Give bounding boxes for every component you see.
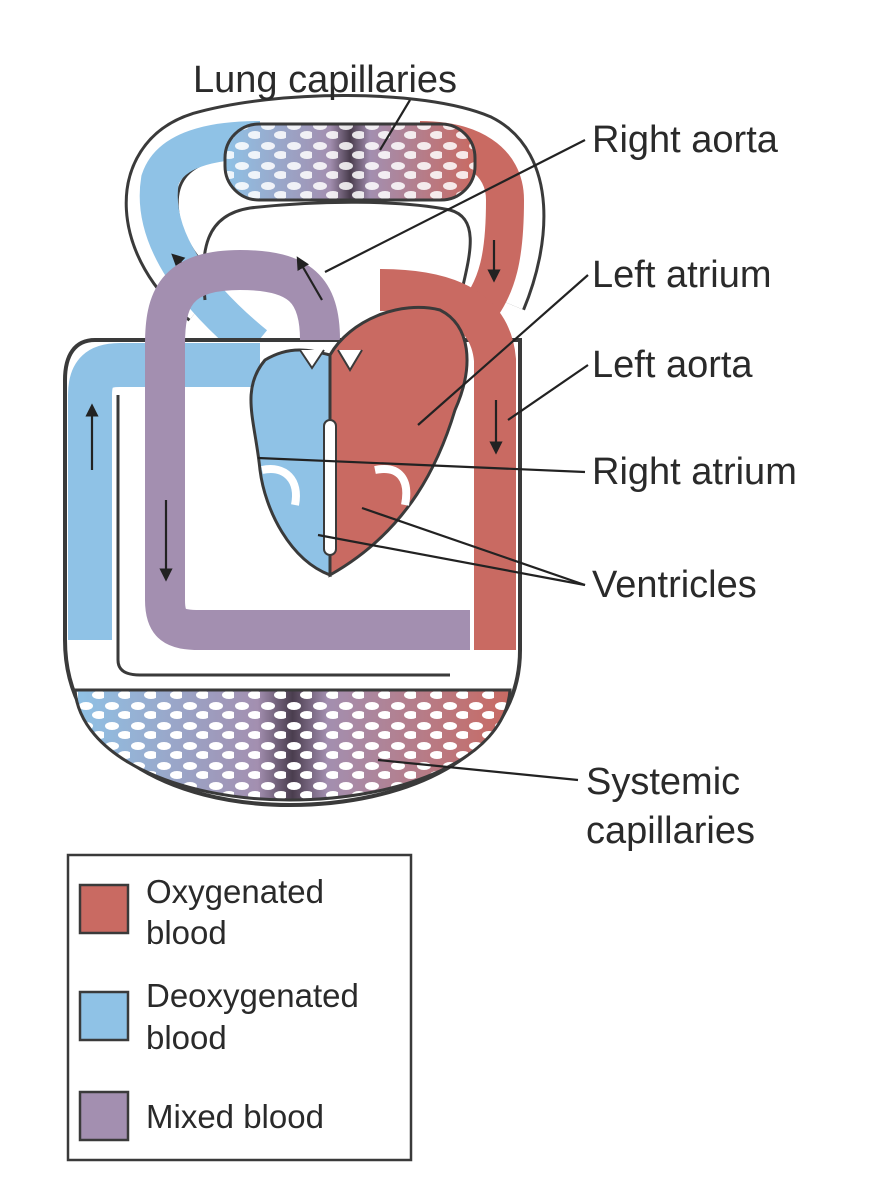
- legend-swatch-oxygenated: [78, 883, 130, 935]
- legend-swatch-deoxygenated: [78, 990, 130, 1042]
- left-aorta-vessel: [379, 269, 516, 650]
- legend-item-oxygenated: Oxygenated blood: [78, 873, 324, 951]
- right-aorta-vessel: [145, 249, 470, 650]
- heart-right-side: [249, 348, 332, 578]
- leader-left-atrium: [417, 274, 589, 426]
- leader-ventricles-b: [317, 533, 586, 587]
- atrioventricular-flap-left: [374, 465, 411, 506]
- label-right-aorta: Right aorta: [592, 119, 779, 161]
- legend-label-deoxygenated-line2: blood: [146, 1019, 227, 1056]
- label-ventricles: Ventricles: [592, 564, 757, 606]
- legend-label-oxygenated-line2: blood: [146, 914, 227, 951]
- label-systemic-line2: capillaries: [586, 810, 755, 852]
- legend-label-oxygenated-line1: Oxygenated: [146, 873, 324, 910]
- legend-swatch-mixed: [78, 1090, 130, 1142]
- leader-lines: [257, 99, 589, 782]
- lung-circuit: [124, 94, 546, 360]
- legend-label-deoxygenated-line1: Deoxygenated: [146, 977, 359, 1014]
- legend-item-deoxygenated: Deoxygenated blood: [78, 977, 359, 1056]
- valve-left: [299, 349, 325, 370]
- legend-label-mixed: Mixed blood: [146, 1098, 324, 1135]
- valve-right: [337, 349, 363, 372]
- pulmonary-artery-vessel: [139, 121, 268, 360]
- label-lung-capillaries: Lung capillaries: [193, 59, 457, 101]
- leader-right-aorta: [324, 139, 586, 273]
- label-left-atrium: Left atrium: [592, 254, 772, 296]
- ventricular-septum: [323, 419, 337, 556]
- legend-item-mixed: Mixed blood: [78, 1090, 324, 1142]
- vena-cava-vessel: [68, 343, 260, 640]
- leader-right-atrium: [257, 456, 586, 474]
- atrioventricular-flap-right: [261, 465, 300, 506]
- leader-systemic-capillaries: [377, 758, 579, 782]
- label-left-aorta: Left aorta: [592, 344, 753, 386]
- label-systemic-line1: Systemic: [586, 761, 740, 803]
- label-right-atrium: Right atrium: [592, 451, 797, 493]
- leader-left-aorta: [507, 364, 589, 421]
- aorta-flow-arrow-up: [296, 256, 323, 301]
- leader-lung-capillaries: [379, 99, 411, 151]
- legend: Oxygenated blood Deoxygenated blood Mixe…: [66, 853, 413, 1162]
- leader-ventricles-a: [361, 506, 586, 587]
- labels: Lung capillaries Right aorta Left atrium…: [193, 59, 797, 852]
